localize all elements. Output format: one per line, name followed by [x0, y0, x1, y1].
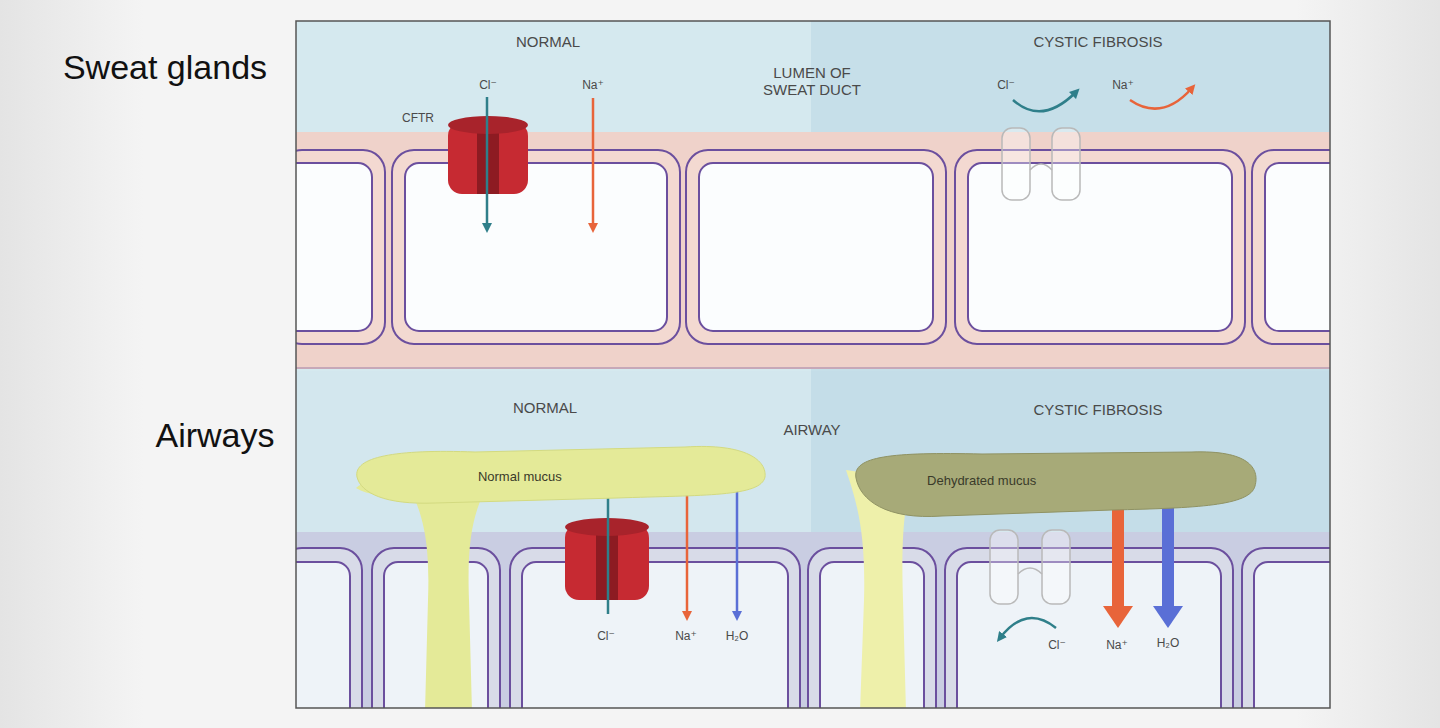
- cell-interior: [1254, 562, 1330, 708]
- water-arrowhead: [1153, 606, 1183, 628]
- defective-channel: [1002, 128, 1080, 200]
- sodium-arrow: [1130, 88, 1192, 109]
- ion-label: Na⁺: [675, 630, 697, 644]
- epithelial-cell: [955, 150, 1245, 344]
- channel-outline: [990, 530, 1018, 604]
- panel-heading: CYSTIC FIBROSIS: [1033, 401, 1162, 418]
- panel-heading: NORMAL: [516, 33, 580, 50]
- sodium-arrow: [686, 486, 689, 616]
- panel-content: [296, 21, 1330, 708]
- panel-heading: NORMAL: [513, 399, 577, 416]
- epithelial-cell: [296, 150, 385, 344]
- region-label: LUMEN OF SWEAT DUCT: [747, 64, 877, 99]
- water-arrow: [736, 486, 739, 616]
- row-label: Airways: [155, 416, 274, 455]
- row-label: Sweat glands: [63, 48, 267, 87]
- ion-label: Na⁺: [1106, 639, 1128, 653]
- cell-interior: [1265, 163, 1330, 331]
- channel-outline: [1042, 530, 1070, 604]
- cell-interior: [522, 562, 788, 708]
- defective-channel: [990, 530, 1070, 604]
- cell-interior: [296, 562, 350, 708]
- ion-label: Cl⁻: [1048, 639, 1066, 653]
- ion-label: H₂O: [726, 630, 749, 644]
- chloride-arrow: [607, 490, 610, 614]
- ion-label: Na⁺: [1112, 79, 1134, 93]
- mucus-label: Normal mucus: [478, 469, 562, 484]
- cell-interior: [405, 163, 667, 331]
- mucus-label: Dehydrated mucus: [927, 473, 1036, 488]
- ion-label: Na⁺: [582, 79, 604, 93]
- channel-outline: [1052, 128, 1080, 200]
- panel-frame: [296, 21, 1330, 708]
- channel-outline: [1002, 128, 1030, 200]
- mucus-outline: [856, 452, 1256, 517]
- mucus-outline: [357, 446, 765, 503]
- mucus-layer: Normal mucus: [355, 443, 767, 507]
- tissue-border: [296, 367, 1330, 369]
- chloride-arrow: [486, 97, 489, 228]
- ion-label: Cl⁻: [597, 630, 615, 644]
- sodium-arrow: [592, 98, 595, 228]
- chloride-arrow: [1013, 92, 1076, 111]
- panel-heading: CYSTIC FIBROSIS: [1033, 33, 1162, 50]
- channel-outline: [1018, 568, 1042, 574]
- epithelial-cell: [686, 150, 946, 344]
- cell-interior: [699, 163, 933, 331]
- ion-label: Cl⁻: [997, 79, 1015, 93]
- channel-outline: [1030, 164, 1052, 170]
- cell-interior: [296, 163, 372, 331]
- ion-label: H₂O: [1157, 637, 1180, 651]
- channel-label: CFTR: [402, 112, 434, 126]
- mucus-drip: [412, 492, 484, 708]
- ion-label: Cl⁻: [479, 79, 497, 93]
- chloride-arrow: [1000, 618, 1056, 638]
- epithelial-cell: [392, 150, 680, 344]
- region-label: AIRWAY: [783, 421, 840, 438]
- sodium-arrowhead: [1103, 606, 1133, 628]
- mucus-layer: Dehydrated mucus: [852, 448, 1257, 520]
- epithelial-cell: [1252, 150, 1330, 344]
- mucus-shape: [852, 448, 1257, 520]
